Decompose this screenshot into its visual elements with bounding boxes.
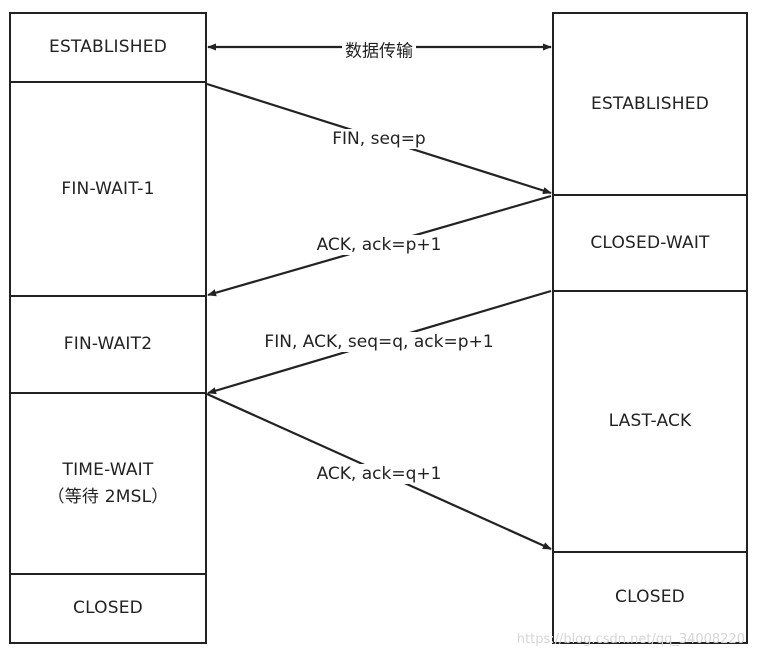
data-transfer-label: 数据传输 (342, 36, 416, 62)
right-state-closed-wait: CLOSED-WAIT (552, 194, 748, 292)
left-state-fin-wait-1: FIN-WAIT-1 (9, 81, 207, 297)
left-state-label: FIN-WAIT2 (63, 334, 153, 354)
watermark: https://blog.csdn.net/qq_34008220 (516, 632, 745, 647)
right-state-column: ESTABLISHED CLOSED-WAIT LAST-ACK CLOSED (552, 12, 748, 644)
right-state-label: CLOSED-WAIT (590, 232, 710, 253)
right-state-last-ack: LAST-ACK (552, 290, 748, 553)
left-state-closed: CLOSED (9, 573, 207, 644)
right-state-label: LAST-ACK (608, 411, 692, 431)
left-state-fin-wait-2: FIN-WAIT2 (9, 295, 207, 394)
right-state-label: CLOSED (615, 587, 685, 607)
left-state-label: TIME-WAIT （等待 2MSL） (47, 459, 169, 507)
ack1-label: ACK, ack=p+1 (313, 235, 445, 255)
fin-label: FIN, seq=p (329, 129, 429, 149)
right-state-label: ESTABLISHED (591, 93, 709, 114)
left-state-established: ESTABLISHED (9, 12, 207, 83)
left-state-column: ESTABLISHED FIN-WAIT-1 FIN-WAIT2 TIME-WA… (9, 12, 207, 644)
left-state-label: FIN-WAIT-1 (61, 178, 155, 199)
left-state-label: CLOSED (73, 598, 143, 618)
ack2-label: ACK, ack=q+1 (313, 464, 445, 484)
right-state-established: ESTABLISHED (552, 12, 748, 196)
right-state-closed: CLOSED (552, 551, 748, 644)
fin-ack-label: FIN, ACK, seq=q, ack=p+1 (261, 332, 497, 352)
left-state-label: ESTABLISHED (49, 37, 167, 57)
